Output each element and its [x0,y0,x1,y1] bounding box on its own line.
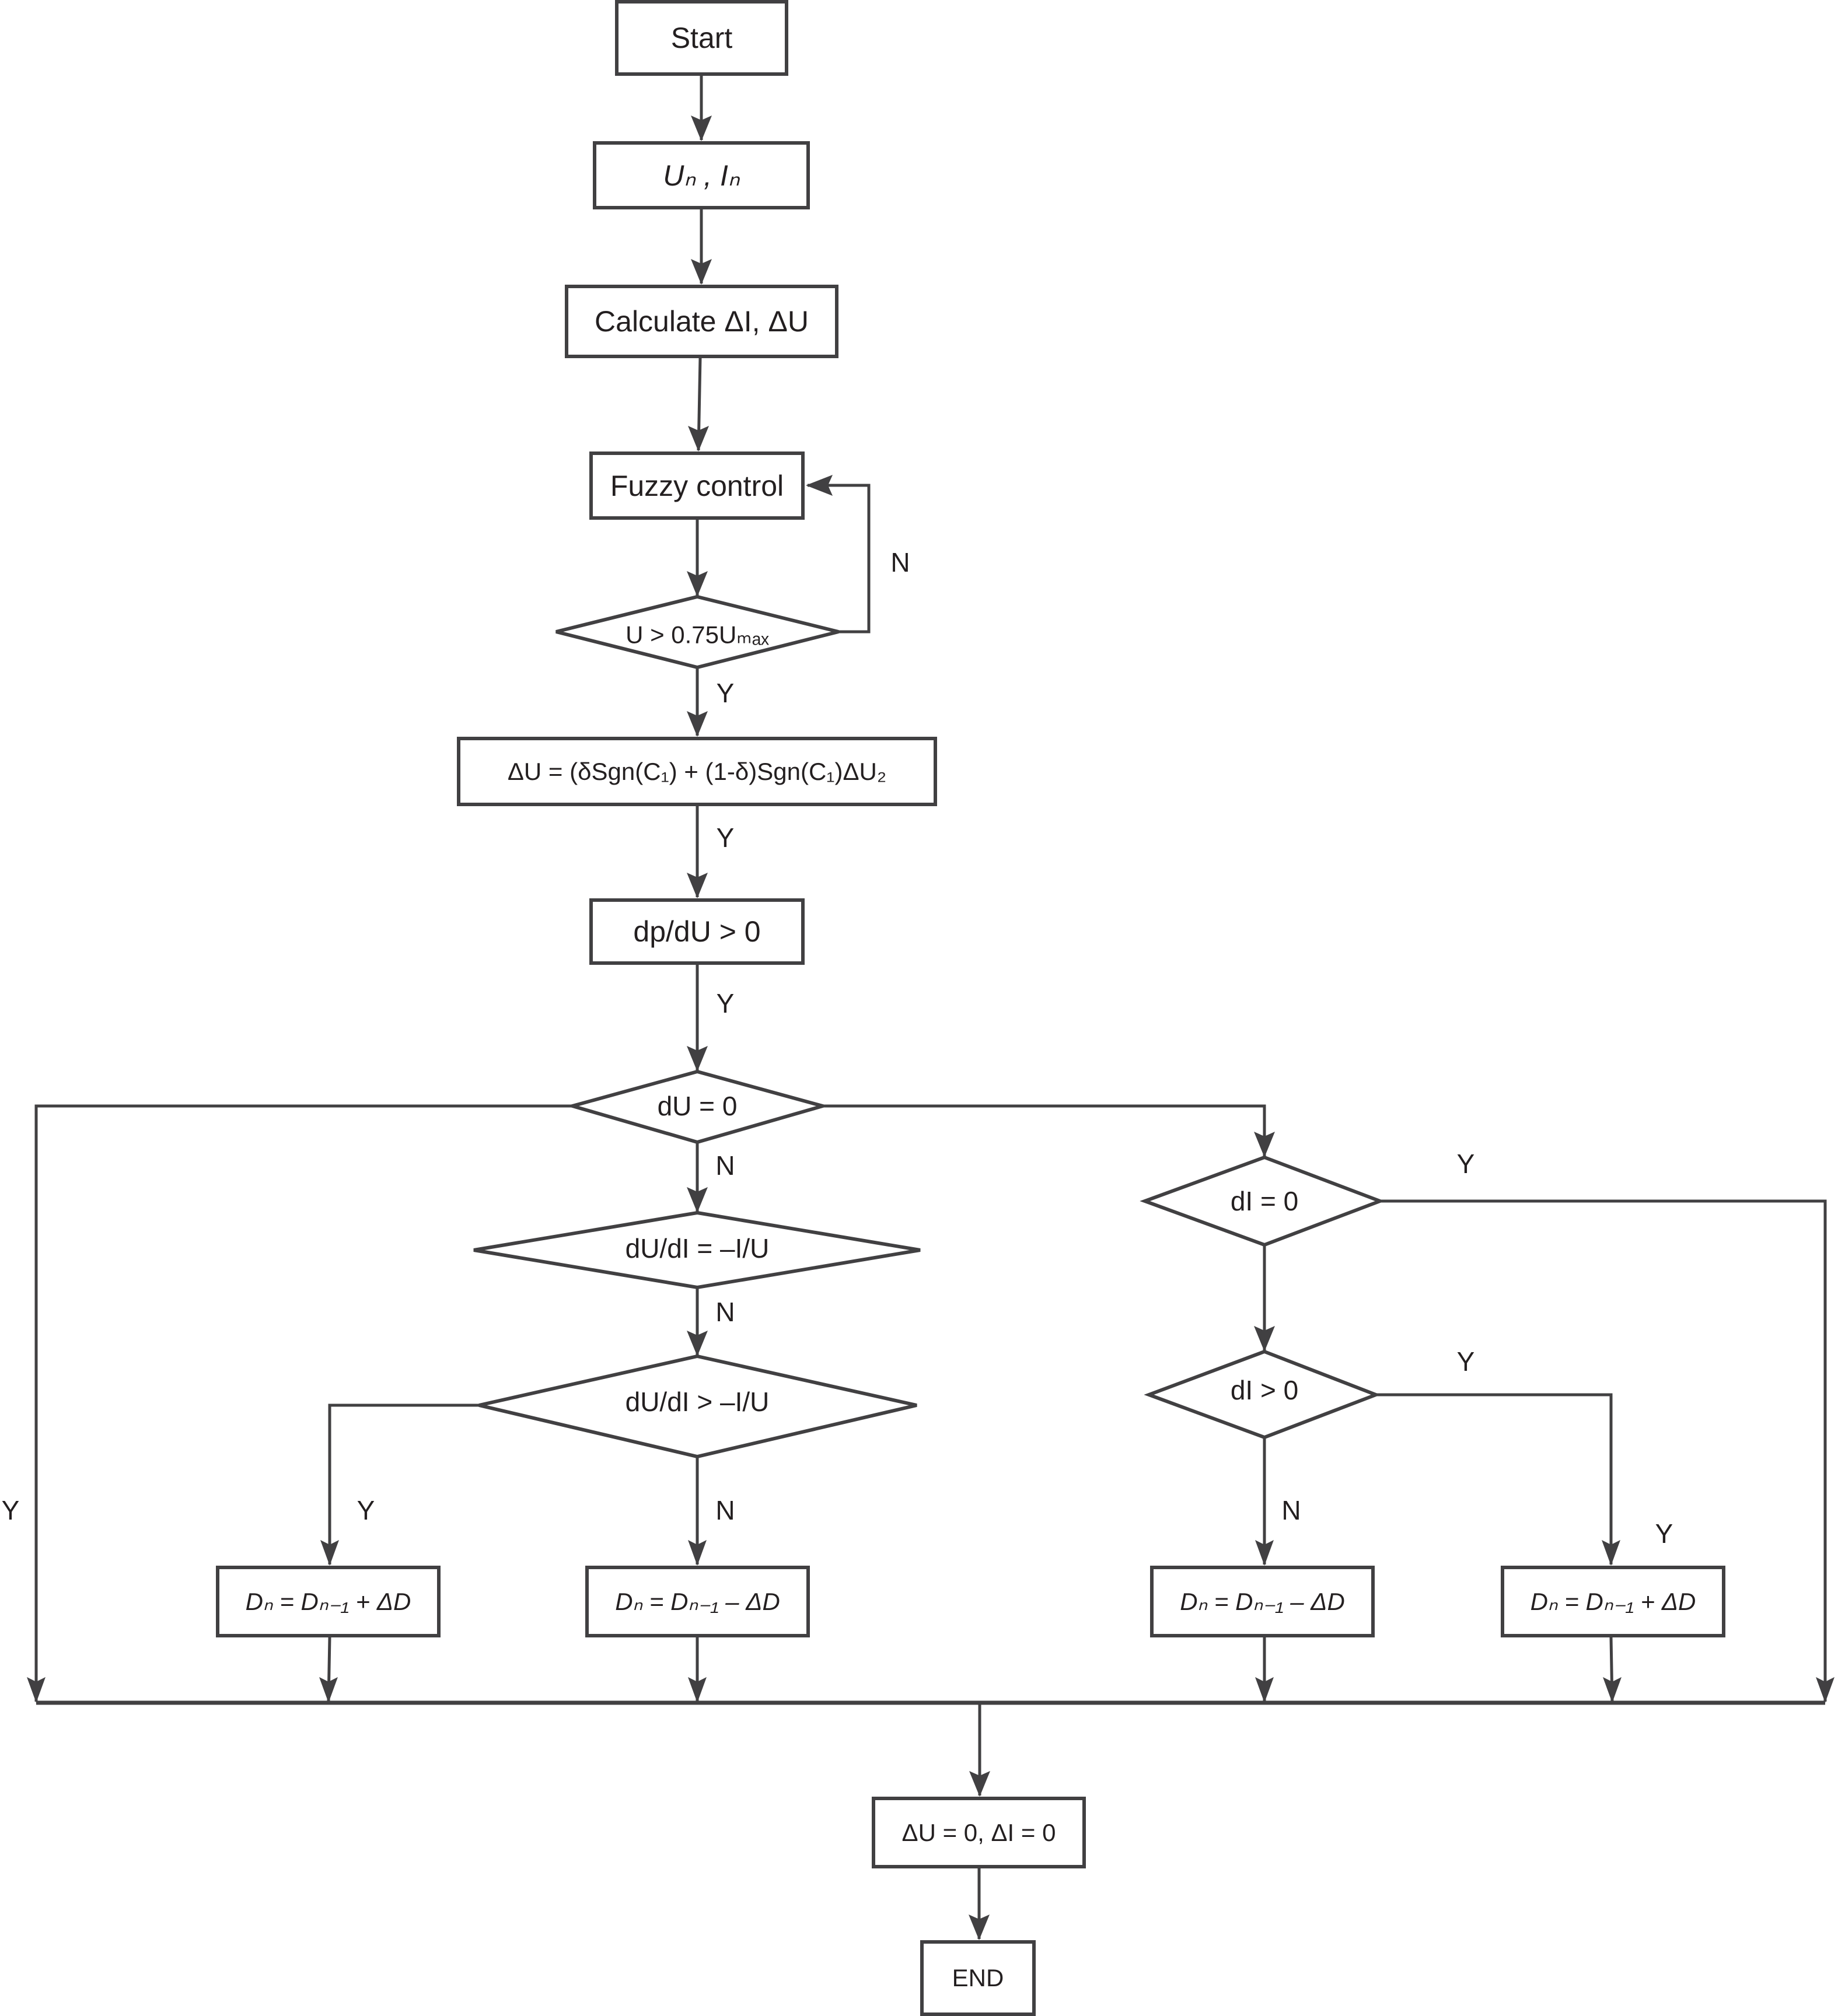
decision-dudi-gt-label: dU/dI > –I/U [625,1387,770,1417]
arrowhead [319,1677,338,1703]
edge-label-di-gt0-yes: Y [1456,1346,1475,1377]
reset-label: ΔU = 0, ΔI = 0 [901,1818,1056,1846]
duty-decrease-right-box: Dₙ = Dₙ₋₁ – ΔD [1150,1566,1375,1637]
arrow-du0-right [823,1104,1266,1156]
arrow-du0-yes-left [34,1104,572,1702]
dp-du-box: dp/dU > 0 [589,898,805,965]
edge-label-umax-yes: Y [716,678,735,708]
end-label: END [952,1964,1004,1992]
duty-decrease-mid-label: Dₙ = Dₙ₋₁ – ΔD [615,1588,780,1615]
decision-dudi-eq-label: dU/dI = –I/U [625,1233,770,1264]
arrowhead [1603,1677,1622,1703]
arrowhead [1602,1540,1620,1566]
arrowhead [691,116,712,141]
dp-du-label: dp/dU > 0 [633,915,761,948]
decision-di0-shape [1140,1155,1385,1247]
arrowhead [1254,1326,1275,1352]
edge-label-dudi-eq-no: N [715,1297,735,1327]
end-terminal: END [920,1940,1036,2016]
decision-du0-shape [565,1069,830,1144]
arrowhead [688,1540,707,1566]
decision-di-gt0-shape [1144,1349,1381,1440]
edge-label-du0-no: N [715,1150,735,1181]
start-terminal: Start [615,0,788,76]
arrowhead [1816,1677,1834,1703]
arrowhead [687,873,708,898]
arrowhead [687,1046,708,1072]
arrow-dudi-gt-yes [328,1404,479,1564]
duty-decrease-right-label: Dₙ = Dₙ₋₁ – ΔD [1180,1588,1345,1615]
calculate-label: Calculate ΔI, ΔU [595,305,809,338]
arrowhead [688,1677,707,1703]
decision-dudi-eq-shape [473,1210,921,1290]
decision-dudi-gt-shape [478,1354,917,1459]
duty-increase-left-label: Dₙ = Dₙ₋₁ + ΔD [245,1588,411,1615]
measure-label: Uₙ , Iₙ [663,159,740,192]
arrowhead [27,1677,46,1703]
start-label: Start [670,22,733,54]
duty-decrease-mid-box: Dₙ = Dₙ₋₁ – ΔD [585,1566,810,1637]
duty-increase-right-label: Dₙ = Dₙ₋₁ + ΔD [1530,1588,1696,1615]
arrowhead [969,1771,990,1797]
fuzzy-control-label: Fuzzy control [610,469,784,502]
arrowhead [806,475,833,496]
arrow-di-gt0-yes [1376,1393,1613,1564]
edge-label-du0-yes: Y [1,1495,20,1525]
arrow-di0-yes [1380,1199,1827,1702]
decision-umax-label: U > 0.75Uₘₐₓ [626,621,769,649]
duty-increase-right-box: Dₙ = Dₙ₋₁ + ΔD [1501,1566,1725,1637]
step-update-label: ΔU = (δSgn(C₁) + (1-δ)Sgn(C₁)ΔU₂ [507,757,887,785]
arrow-umax-no-loop [808,484,871,634]
edge-label-umax-no: N [890,547,910,578]
edge-label-di-gt0-no: N [1281,1495,1301,1525]
measure-box: Uₙ , Iₙ [593,141,810,209]
arrowhead [687,1187,708,1213]
edge-label-dpdu-yes: Y [716,988,735,1019]
duty-increase-left-box: Dₙ = Dₙ₋₁ + ΔD [216,1566,441,1637]
edge-label-dudi-gt-yes: Y [357,1495,375,1525]
calculate-box: Calculate ΔI, ΔU [565,285,838,358]
arrowhead [1254,1132,1275,1157]
decision-di-gt0-label: dI > 0 [1230,1375,1299,1405]
arrowhead [687,571,708,597]
arrowhead [688,426,709,452]
edge-label-di0-yes: Y [1456,1149,1475,1179]
arrowhead [1255,1540,1274,1566]
arrowhead [969,1915,990,1940]
arrowhead [687,1331,708,1356]
decision-di0-label: dI = 0 [1230,1186,1299,1216]
step-update-box: ΔU = (δSgn(C₁) + (1-δ)Sgn(C₁)ΔU₂ [457,737,937,806]
arrowhead [1255,1677,1274,1703]
edge-label-inc-right-yes: Y [1655,1518,1673,1549]
arrowhead [687,711,708,737]
arrowhead [691,259,712,285]
decision-du0-label: dU = 0 [657,1091,738,1121]
reset-box: ΔU = 0, ΔI = 0 [872,1797,1086,1868]
arrowhead [320,1540,339,1566]
fuzzy-control-box: Fuzzy control [589,452,805,520]
edge-label-step-yes: Y [716,822,735,853]
edge-label-dudi-gt-no: N [715,1495,735,1525]
decision-umax-shape [555,594,839,670]
